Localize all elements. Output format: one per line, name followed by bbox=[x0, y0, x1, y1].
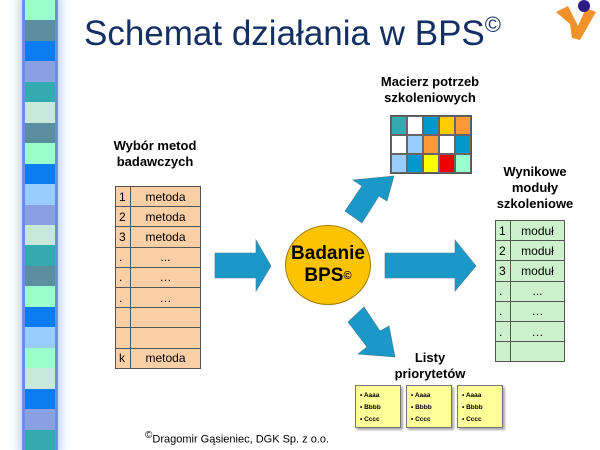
circle-line: BPS bbox=[304, 265, 344, 286]
row-value: … bbox=[130, 286, 201, 309]
row-value bbox=[130, 307, 201, 329]
table-row: .… bbox=[115, 266, 201, 288]
heading-line: Wynikowe bbox=[503, 164, 567, 179]
row-value bbox=[130, 327, 201, 349]
copyright-symbol: © bbox=[484, 12, 501, 37]
list-item: • Aaaa bbox=[411, 392, 431, 399]
heading-line: szkoleniowych bbox=[384, 90, 476, 105]
matrix-cell bbox=[407, 154, 423, 173]
row-value: metoda bbox=[130, 347, 201, 369]
arrow-right-icon bbox=[384, 239, 477, 292]
matrix-cell bbox=[391, 154, 407, 173]
row-index: 1 bbox=[115, 185, 131, 208]
modules-heading: Wynikowe moduły szkoleniowe bbox=[480, 164, 590, 212]
list-item: • Aaaa bbox=[462, 392, 482, 399]
matrix-cell bbox=[455, 135, 471, 154]
row-index: . bbox=[115, 266, 131, 288]
table-row: .… bbox=[495, 300, 565, 322]
matrix-cell bbox=[439, 135, 455, 154]
row-value bbox=[510, 341, 565, 363]
row-value: metoda bbox=[130, 226, 201, 248]
row-value: … bbox=[130, 266, 201, 288]
decorative-stripe bbox=[22, 0, 58, 450]
matrix-cell bbox=[407, 116, 423, 135]
matrix-cell bbox=[423, 116, 439, 135]
priority-list-box: • Aaaa • Bbbb • Cccc bbox=[355, 385, 401, 428]
title-text: Schemat działania w BPS bbox=[84, 14, 485, 53]
company-logo bbox=[556, 0, 596, 40]
row-value: … bbox=[510, 320, 565, 343]
heading-line: Macierz potrzeb bbox=[380, 74, 480, 89]
row-value: … bbox=[510, 300, 565, 322]
heading-line: priorytetów bbox=[394, 366, 466, 381]
list-item: • Cccc bbox=[360, 416, 380, 423]
circle-line: Badanie bbox=[291, 243, 365, 264]
matrix-cell bbox=[423, 135, 439, 154]
row-index: 1 bbox=[495, 219, 511, 242]
row-index: 3 bbox=[115, 226, 131, 248]
arrow-up-right-icon bbox=[344, 175, 395, 224]
row-value: moduł bbox=[510, 240, 565, 262]
row-index: . bbox=[495, 280, 511, 302]
row-value: moduł bbox=[510, 260, 565, 282]
matrix-cell bbox=[455, 154, 471, 173]
row-value: metoda bbox=[130, 185, 201, 208]
list-item: • Bbbb bbox=[462, 404, 483, 411]
list-item: • Cccc bbox=[411, 416, 431, 423]
row-index bbox=[115, 327, 131, 349]
row-index: 3 bbox=[495, 260, 511, 282]
heading-line: szkoleniowe bbox=[496, 196, 574, 211]
priority-list-box: • Aaaa • Bbbb • Cccc bbox=[457, 385, 503, 428]
copyright-symbol: © bbox=[343, 270, 352, 282]
heading-line: Wybór metod bbox=[113, 138, 197, 153]
footer-credit: ©Dragomir Gąsieniec, DGK Sp. z o.o. bbox=[145, 430, 329, 446]
arrow-right-icon bbox=[214, 238, 272, 293]
list-item: • Cccc bbox=[462, 416, 482, 423]
table-row: .… bbox=[495, 320, 565, 343]
row-index: . bbox=[495, 300, 511, 322]
row-value: ... bbox=[510, 280, 565, 302]
priority-list-box: • Aaaa • Bbbb • Cccc bbox=[406, 385, 452, 428]
list-item: • Bbbb bbox=[360, 404, 381, 411]
footer-text: Dragomir Gąsieniec, DGK Sp. z o.o. bbox=[152, 433, 330, 446]
table-row bbox=[495, 341, 565, 363]
row-value: moduł bbox=[510, 219, 565, 242]
row-index bbox=[495, 341, 511, 363]
table-row: .... bbox=[495, 280, 565, 302]
table-row bbox=[115, 327, 201, 349]
methods-heading: Wybór metod badawczych bbox=[95, 138, 215, 170]
bps-study-circle: Badanie BPS© bbox=[285, 225, 371, 305]
heading-line: Listy bbox=[414, 350, 446, 365]
row-index: . bbox=[495, 320, 511, 343]
row-index: 2 bbox=[495, 240, 511, 262]
needs-matrix bbox=[390, 115, 472, 174]
matrix-cell bbox=[407, 135, 423, 154]
table-row: .… bbox=[115, 286, 201, 309]
heading-line: badawczych bbox=[116, 154, 194, 169]
list-item: • Aaaa bbox=[360, 392, 380, 399]
row-value: metoda bbox=[130, 206, 201, 228]
matrix-cell bbox=[439, 154, 455, 173]
list-item: • Bbbb bbox=[411, 404, 432, 411]
matrix-cell bbox=[439, 116, 455, 135]
matrix-cell bbox=[455, 116, 471, 135]
slide-title: Schemat działania w BPS© bbox=[84, 12, 501, 54]
matrix-cell bbox=[391, 135, 407, 154]
priorities-heading: Listy priorytetów bbox=[370, 350, 490, 382]
matrix-heading: Macierz potrzeb szkoleniowych bbox=[360, 74, 500, 106]
heading-line: moduły bbox=[511, 180, 559, 195]
matrix-cell bbox=[391, 116, 407, 135]
copyright-symbol: © bbox=[145, 430, 153, 441]
arrow-down-right-icon bbox=[347, 306, 396, 358]
matrix-cell bbox=[423, 154, 439, 173]
